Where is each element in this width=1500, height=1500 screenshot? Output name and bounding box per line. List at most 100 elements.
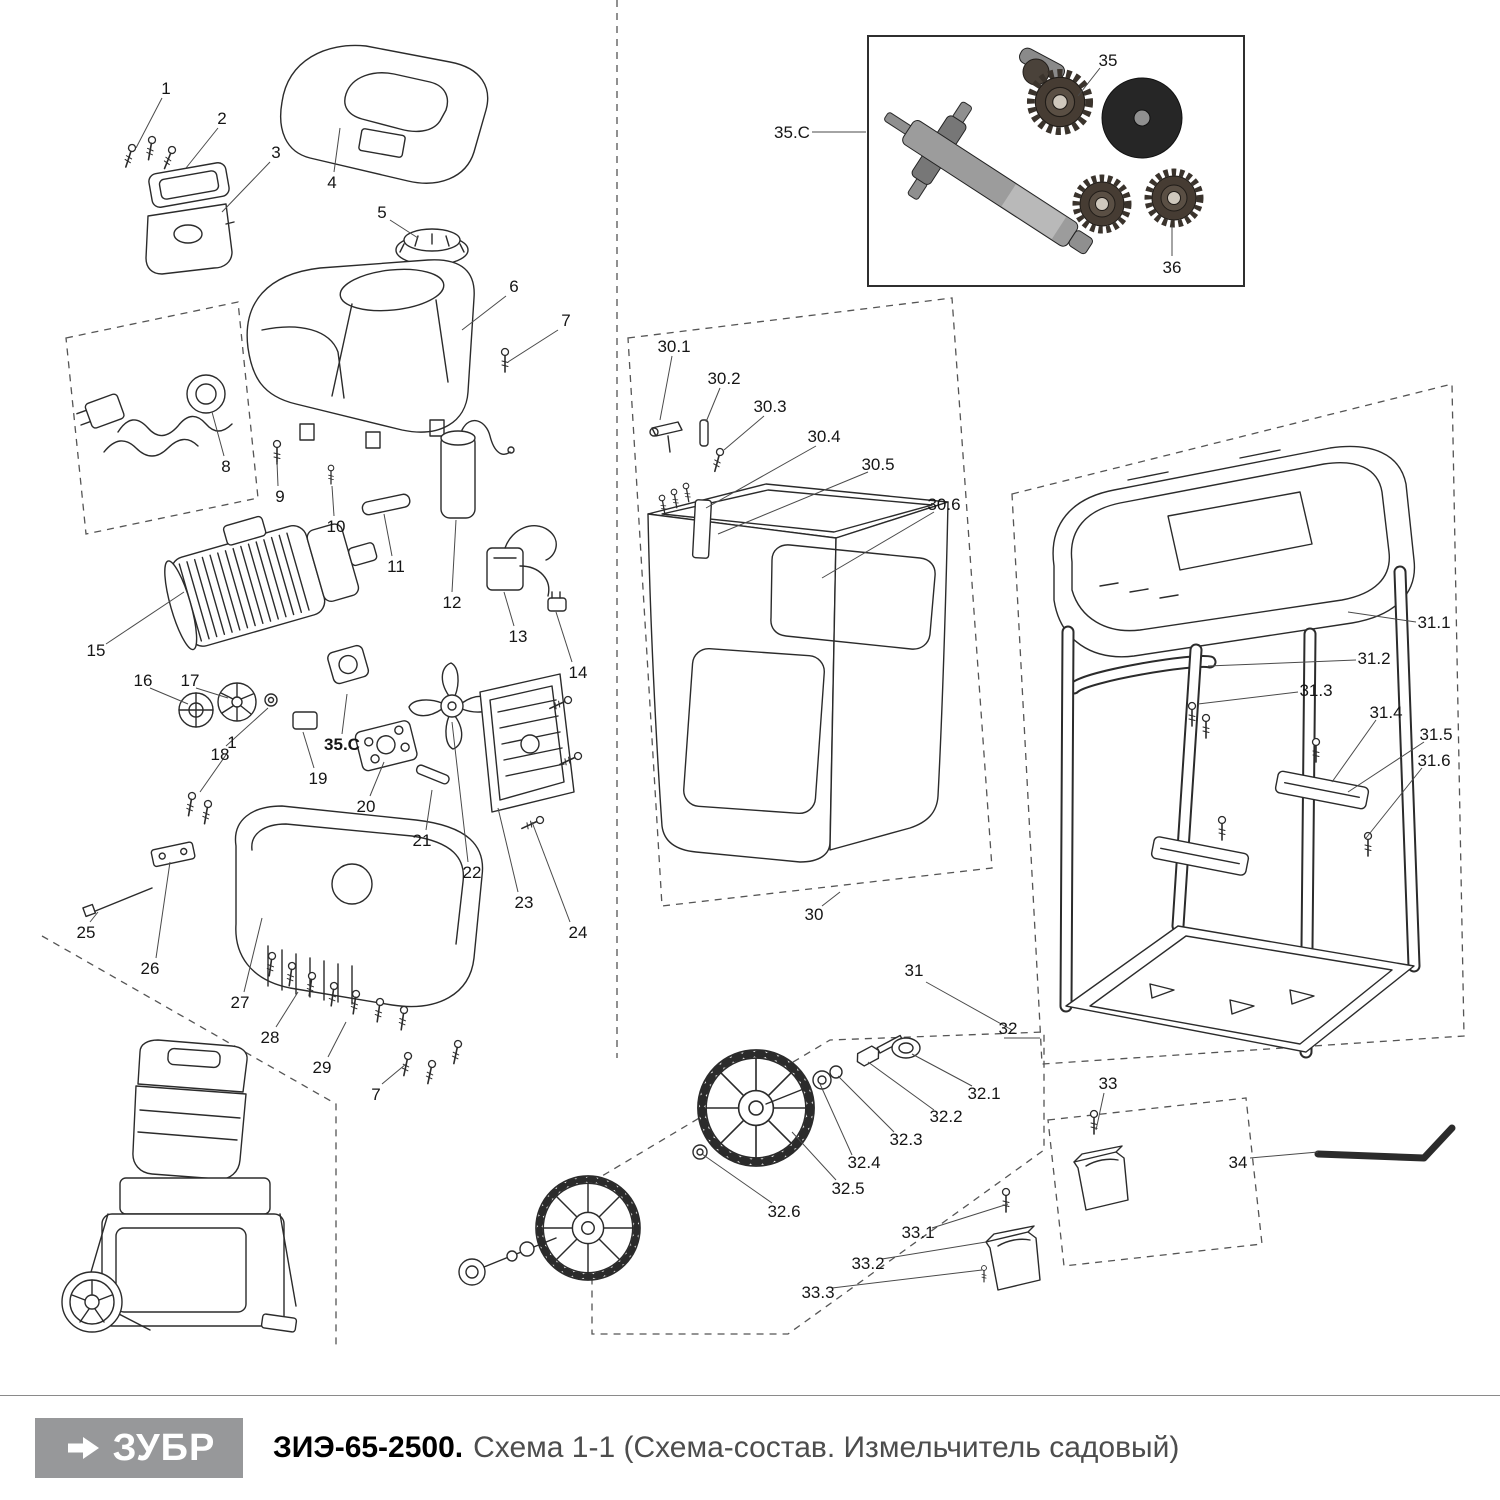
callout-5: 5 — [377, 203, 386, 222]
schema-title: ЗИЭ-65-2500. Схема 1-1 (Схема-состав. Изм… — [273, 1431, 1179, 1465]
title-block: ЗУБР ЗИЭ-65-2500. Схема 1-1 (Схема-состав… — [0, 1395, 1500, 1500]
callout-11: 11 — [387, 557, 405, 576]
pin-21 — [415, 764, 450, 785]
callout-32-2: 32.2 — [929, 1107, 962, 1126]
hopper-cover — [280, 44, 489, 184]
callout-17: 17 — [181, 671, 200, 690]
callout-32-4: 32.4 — [847, 1153, 880, 1172]
hopper-knob — [395, 228, 469, 266]
callout-31: 31 — [905, 961, 924, 980]
callout-31-4: 31.4 — [1369, 703, 1402, 722]
callout-24: 24 — [569, 923, 588, 942]
callout-26: 26 — [141, 959, 160, 978]
callout-12: 12 — [443, 593, 462, 612]
callout-35c-box: 35.C — [774, 123, 810, 142]
callout-21: 21 — [413, 831, 432, 850]
switch-assembly — [121, 135, 235, 275]
electric-motor — [164, 515, 378, 651]
callout-15: 15 — [87, 641, 106, 660]
screws-1b — [184, 791, 213, 826]
callout-29: 29 — [313, 1058, 332, 1077]
micro-switch — [486, 525, 557, 597]
cutting-disc — [1101, 77, 1183, 159]
callout-7: 7 — [561, 311, 570, 330]
callout-23: 23 — [515, 893, 534, 912]
small-fasteners-9-10-11 — [272, 439, 411, 516]
callout-35c-motor: 35.C — [324, 735, 360, 754]
fan-and-washers — [178, 682, 318, 730]
hex-key — [1314, 1124, 1456, 1162]
callout-32-5: 32.5 — [831, 1179, 864, 1198]
callout-30-2: 30.2 — [707, 369, 740, 388]
callout-33-1: 33.1 — [901, 1223, 934, 1242]
callout-2: 2 — [217, 109, 226, 128]
callout-32: 32 — [999, 1019, 1018, 1038]
gear-with-shaft — [1019, 47, 1089, 131]
callout-30-3: 30.3 — [753, 397, 786, 416]
callout-31-3: 31.3 — [1299, 681, 1332, 700]
frame-platform — [1065, 701, 1415, 1053]
brand-logo: ЗУБР — [35, 1418, 243, 1478]
callout-25: 25 — [77, 923, 96, 942]
rubber-feet — [980, 1109, 1129, 1291]
callout-32-6: 32.6 — [767, 1202, 800, 1221]
callout-8: 8 — [221, 457, 230, 476]
callout-31-1: 31.1 — [1417, 613, 1450, 632]
capacitor — [440, 419, 515, 519]
grid-plate-23 — [479, 673, 584, 833]
schema-subtitle: Схема 1-1 (Схема-состав. Измельчитель са… — [473, 1431, 1180, 1464]
callout-7b: 7 — [371, 1085, 380, 1104]
drive-shaft — [884, 101, 1094, 255]
callout-30-6: 30.6 — [927, 495, 960, 514]
callout-18: 18 — [211, 745, 230, 764]
callout-30: 30 — [805, 905, 824, 924]
callout-28: 28 — [261, 1028, 280, 1047]
callout-33: 33 — [1099, 1074, 1118, 1093]
callout-16: 16 — [134, 671, 153, 690]
brand-arrow-icon — [67, 1437, 99, 1459]
callout-6: 6 — [509, 277, 518, 296]
cable-tie-25-plate-26 — [82, 841, 196, 918]
callout-34: 34 — [1229, 1153, 1248, 1172]
frame-stand — [1052, 445, 1416, 658]
callout-14: 14 — [569, 663, 588, 682]
callout-30-1: 30.1 — [657, 337, 690, 356]
callout-32-3: 32.3 — [889, 1130, 922, 1149]
group-boundaries — [41, 0, 1465, 1348]
leader-lines — [89, 67, 1425, 1289]
power-cord-kit — [76, 374, 233, 457]
callout-1b: 1 — [227, 733, 236, 752]
brand-name: ЗУБР — [112, 1426, 216, 1469]
gearbox-35c — [327, 644, 370, 685]
callout-36: 36 — [1163, 258, 1182, 277]
callout-33-2: 33.2 — [851, 1254, 884, 1273]
callout-19: 19 — [309, 769, 328, 788]
callout-4: 4 — [327, 173, 336, 192]
callout-27: 27 — [231, 993, 250, 1012]
callout-1: 1 — [161, 79, 170, 98]
callout-30-4: 30.4 — [807, 427, 840, 446]
lower-housing — [234, 805, 484, 1086]
callout-labels: 1 2 3 4 5 6 7 8 9 10 11 12 13 14 15 16 1… — [77, 51, 1453, 1302]
callout-31-6: 31.6 — [1417, 751, 1450, 770]
callout-3: 3 — [271, 143, 280, 162]
assembled-shredder — [61, 1039, 298, 1333]
callout-10: 10 — [327, 517, 346, 536]
exploded-diagram-canvas: 1 2 3 4 5 6 7 8 9 10 11 12 13 14 15 16 1… — [41, 0, 1465, 1348]
callout-22: 22 — [463, 863, 482, 882]
upper-housing — [246, 259, 510, 449]
model-number: ЗИЭ-65-2500. — [273, 1431, 464, 1464]
connector-part-14 — [547, 591, 567, 612]
callout-31-5: 31.5 — [1419, 725, 1452, 744]
callout-31-2: 31.2 — [1357, 649, 1390, 668]
callout-32-1: 32.1 — [967, 1084, 1000, 1103]
callout-33-3: 33.3 — [801, 1283, 834, 1302]
callout-30-5: 30.5 — [861, 455, 894, 474]
gear-detail-box — [867, 35, 1245, 287]
callout-9: 9 — [275, 487, 284, 506]
callout-35: 35 — [1099, 51, 1118, 70]
collection-bin — [647, 419, 949, 863]
callout-20: 20 — [357, 797, 376, 816]
callout-13: 13 — [509, 627, 528, 646]
